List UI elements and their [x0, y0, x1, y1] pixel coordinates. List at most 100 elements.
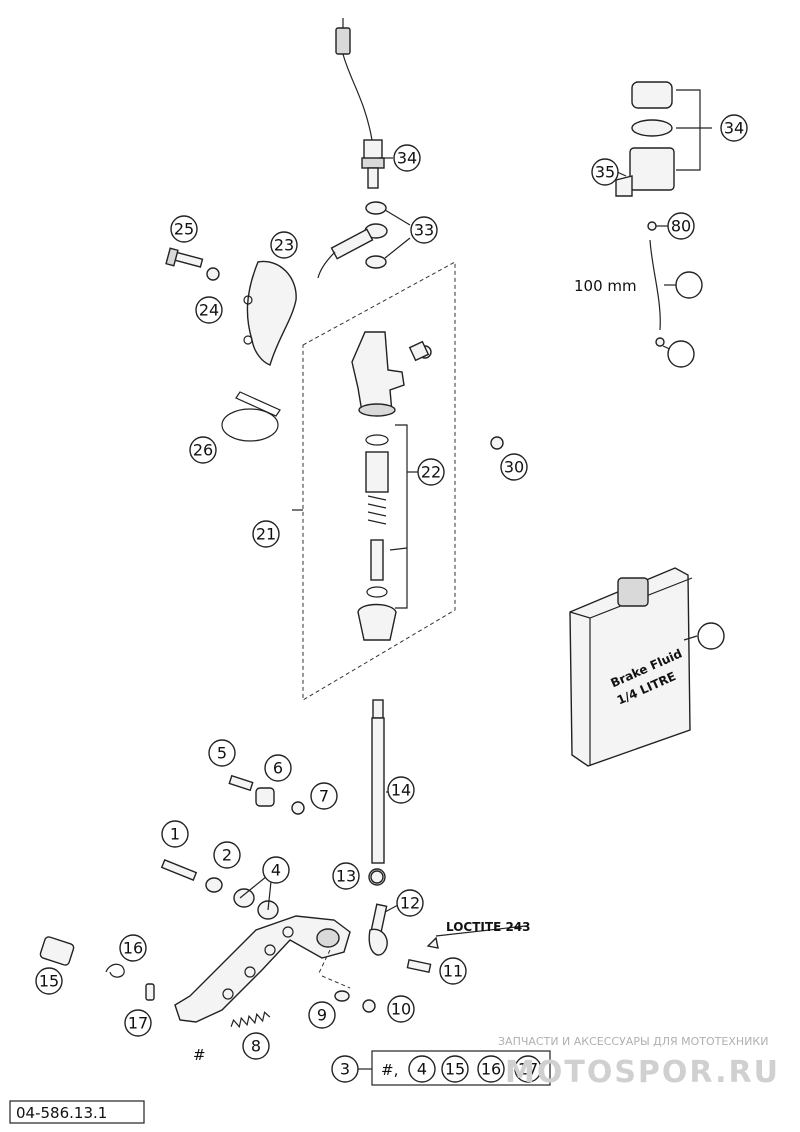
brake-pedal — [174, 915, 351, 1023]
brake-fluid-can: Brake Fluid 1/4 LITRE — [569, 567, 693, 767]
callout-21-label: 22 — [421, 463, 441, 482]
callout-31-label: 34 — [397, 149, 417, 168]
callout-4[interactable]: 4 — [262, 856, 290, 884]
callout-1-label: 1 — [170, 825, 180, 844]
callout-34-top-label: 80 — [671, 217, 691, 236]
callout-21[interactable]: 22 — [417, 458, 445, 486]
callout-22[interactable]: 23 — [270, 231, 298, 259]
kit-item-16[interactable]: 16 — [477, 1055, 505, 1083]
kit-row: 3 #, 4 15 16 17 — [331, 1050, 551, 1086]
callout-23-label: 24 — [199, 301, 219, 320]
callout-17[interactable]: 17 — [124, 1009, 152, 1037]
bolt-24 — [165, 247, 204, 268]
callout-9-label: 9 — [317, 1006, 327, 1025]
kit-box — [371, 1050, 551, 1086]
banjo-fitting — [317, 201, 388, 279]
callout-14[interactable]: 14 — [387, 776, 415, 804]
callout-2[interactable]: 2 — [213, 841, 241, 869]
callout-15-label: 15 — [39, 972, 59, 991]
callout-25[interactable]: 26 — [189, 436, 217, 464]
callout-13[interactable]: 13 — [332, 862, 360, 890]
master-cylinder-assembly — [302, 261, 456, 701]
brake-hose-35 — [647, 221, 665, 347]
washer-9 — [334, 990, 350, 1002]
brake-light-switch — [335, 18, 385, 189]
cable-tie-25 — [221, 391, 281, 442]
callout-8[interactable]: 8 — [242, 1032, 270, 1060]
drawing-number: 04-586.13.1 — [16, 1104, 107, 1122]
drawing-number-box: 04-586.13.1 — [9, 1100, 145, 1124]
pin-17 — [145, 983, 155, 1001]
callout-30[interactable]: 33 — [410, 216, 438, 244]
callout-3-label: 3 — [340, 1060, 350, 1079]
callout-22-label: 23 — [274, 236, 294, 255]
washer-2 — [205, 877, 223, 893]
leader-lines — [239, 157, 698, 913]
kit-item-17-label: 17 — [518, 1060, 538, 1079]
nut-23 — [206, 267, 220, 281]
watermark-brand: MOTOSPOR.RU — [505, 1055, 780, 1090]
callout-16-label: 16 — [123, 939, 143, 958]
callout-34-top[interactable]: 80 — [667, 212, 695, 240]
repair-kit-21 — [357, 424, 408, 641]
callout-5[interactable]: 5 — [208, 739, 236, 767]
reservoir-assembly — [595, 81, 712, 197]
callout-34-bottom[interactable] — [667, 340, 695, 368]
callout-7[interactable]: 7 — [310, 782, 338, 810]
kit-item-15-label: 15 — [445, 1060, 465, 1079]
callout-9[interactable]: 9 — [308, 1001, 336, 1029]
callout-4-label: 4 — [271, 861, 281, 880]
callout-24[interactable]: 25 — [170, 215, 198, 243]
callout-80[interactable] — [697, 622, 725, 650]
loctite-drop — [426, 925, 526, 949]
clevis-12 — [368, 903, 388, 956]
callout-14-label: 14 — [391, 781, 411, 800]
callout-2-label: 2 — [222, 846, 232, 865]
kit-item-4[interactable]: 4 — [408, 1055, 436, 1083]
callout-16[interactable]: 16 — [119, 934, 147, 962]
callout-20[interactable]: 21 — [252, 520, 280, 548]
kit-item-17[interactable]: 17 — [514, 1055, 542, 1083]
nut-13 — [370, 870, 384, 884]
callout-23[interactable]: 24 — [195, 296, 223, 324]
loctite-label: LOCTITE 243 — [446, 920, 531, 934]
callout-25-label: 26 — [193, 441, 213, 460]
callout-24-label: 25 — [174, 220, 194, 239]
hash-mark: # — [193, 1046, 206, 1064]
callout-32[interactable]: 34 — [720, 114, 748, 142]
callout-30-label: 33 — [414, 221, 434, 240]
callout-11-label: 11 — [443, 962, 463, 981]
push-rod-14 — [368, 699, 386, 886]
hose-length-label: 100 mm — [574, 277, 637, 295]
heel-guard-22 — [243, 260, 297, 366]
bolt-1 — [160, 859, 198, 881]
callout-12[interactable]: 12 — [396, 889, 424, 917]
callout-35[interactable] — [675, 271, 703, 299]
callout-26-label: 30 — [504, 458, 524, 477]
callout-8-label: 8 — [251, 1037, 261, 1056]
nut-7 — [291, 801, 305, 815]
watermark-caption: ЗАПЧАСТИ И АКСЕССУАРЫ ДЛЯ МОТОТЕХНИКИ — [498, 1035, 768, 1048]
kit-item-15[interactable]: 15 — [441, 1055, 469, 1083]
kit-item-16-label: 16 — [481, 1060, 501, 1079]
bolt-11 — [406, 958, 432, 974]
callout-12-label: 12 — [400, 894, 420, 913]
bearings-4 — [233, 888, 279, 920]
callout-10[interactable]: 10 — [387, 995, 415, 1023]
nut-10 — [362, 999, 376, 1013]
callout-11[interactable]: 11 — [439, 957, 467, 985]
callout-3[interactable]: 3 — [331, 1055, 359, 1083]
bolt-5 — [228, 774, 254, 792]
callout-31[interactable]: 34 — [393, 144, 421, 172]
callout-1[interactable]: 1 — [161, 820, 189, 848]
kit-item-4-label: 4 — [417, 1060, 427, 1079]
kit-prefix: #, — [381, 1061, 398, 1079]
callout-26[interactable]: 30 — [500, 453, 528, 481]
callout-6[interactable]: 6 — [264, 754, 292, 782]
callout-15[interactable]: 15 — [35, 967, 63, 995]
nut-26 — [490, 436, 504, 450]
callout-33[interactable]: 35 — [591, 158, 619, 186]
pivot-15 — [39, 936, 75, 966]
